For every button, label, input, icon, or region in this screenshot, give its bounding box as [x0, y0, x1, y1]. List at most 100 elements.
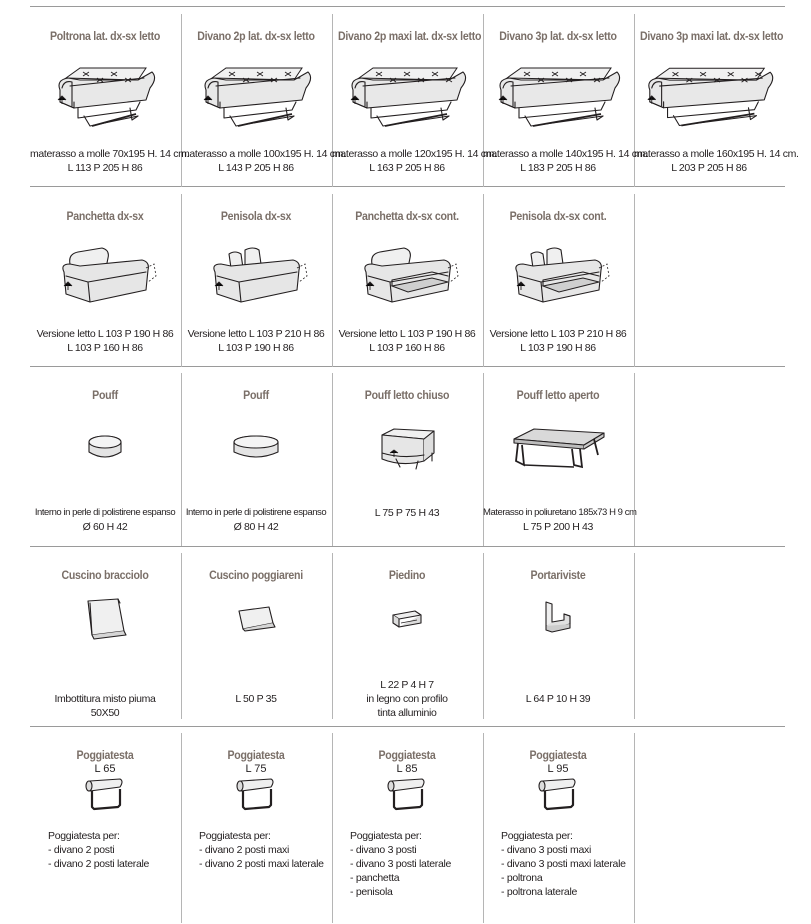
compatibility-line: - penisola	[350, 886, 393, 898]
spec-line: materasso a molle 140x195 H. 14 cm.	[483, 148, 648, 160]
product-card: Cuscino poggiareni L 50 P 35	[181, 553, 331, 719]
compatibility-line: - panchetta	[350, 872, 400, 884]
spec-line: Versione letto L 103 P 210 H 86	[187, 328, 325, 340]
spec-line: L 103 P 190 H 86	[218, 342, 294, 354]
product-title: Pouff letto aperto	[516, 390, 600, 402]
product-title: Pouff letto chiuso	[364, 390, 450, 402]
pouf-bed-closed-icon	[332, 418, 482, 478]
compatibility-line: - divano 2 posti maxi laterale	[199, 858, 324, 870]
product-specs: materasso a molle 120x195 H. 14 cm.L 163…	[332, 147, 497, 175]
compatibility-line: - divano 2 posti maxi	[199, 844, 289, 856]
product-specs: L 75 P 75 H 43	[332, 506, 482, 520]
product-title: Divano 3p lat. dx-sx letto	[499, 31, 617, 43]
product-specs: materasso a molle 140x195 H. 14 cm. L 183…	[483, 147, 648, 175]
spec-line: Versione letto L 103 P 190 H 86	[36, 328, 174, 340]
product-compatibility-list: Poggiatesta per:- divano 2 posti- divano…	[48, 829, 188, 871]
magazine-rack-icon	[483, 583, 633, 653]
product-card: Penisola dx-sx Versione letto L 103 P 21…	[181, 194, 331, 367]
column-divider	[332, 733, 333, 923]
spec-line: Imbottitura misto piuma	[54, 693, 156, 705]
armrest-cushion-icon	[30, 583, 180, 653]
product-card: Pouff letto chiuso L 75 P 75 H 43	[332, 373, 482, 546]
column-divider	[332, 194, 333, 367]
column-divider	[634, 14, 635, 187]
product-title: Panchetta dx-sx cont.	[355, 211, 459, 223]
product-title: Divano 3p maxi lat. dx-sx letto	[640, 31, 784, 43]
product-specs: Versione letto L 103 P 210 H 86 L 103 P 1…	[181, 327, 331, 355]
section-poufs: Pouff Interno in perle di polistirene es…	[30, 373, 785, 546]
product-specs: materasso a molle 100x195 H. 14 cm. L 143…	[181, 147, 346, 175]
compatibility-line: Poggiatesta per:	[501, 830, 573, 842]
column-divider	[332, 553, 333, 719]
headrest-icon	[181, 767, 331, 827]
section-sofa-beds: Poltrona lat. dx-sx letto materasso a mo…	[30, 14, 799, 187]
product-card: Poltrona lat. dx-sx letto materasso a mo…	[30, 14, 189, 187]
column-divider	[483, 194, 484, 367]
spec-line: L 163 P 205 H 86	[369, 162, 445, 174]
product-card: Divano 2p lat. dx-sx letto materasso a m…	[181, 14, 346, 187]
product-title: Portariviste	[530, 570, 586, 582]
column-divider	[332, 373, 333, 546]
product-title: Poggiatesta	[76, 750, 134, 762]
spec-line: materasso a molle 100x195 H. 14 cm.	[181, 148, 346, 160]
armchair-bed-icon	[30, 44, 180, 134]
product-card: Panchetta dx-sx Versione letto L 103 P 1…	[30, 194, 180, 367]
top-rule	[30, 6, 785, 7]
column-divider	[181, 553, 182, 719]
section-rule	[30, 366, 785, 367]
compatibility-line: Poggiatesta per:	[48, 830, 120, 842]
column-divider	[181, 373, 182, 546]
sofa-2p-maxi-bed-icon	[332, 44, 482, 134]
spec-line: L 143 P 205 H 86	[218, 162, 294, 174]
bench-icon	[30, 224, 180, 314]
pouf-bed-open-icon	[483, 418, 633, 478]
spec-line: Ø 80 H 42	[233, 521, 279, 533]
product-length: L 85	[396, 763, 418, 775]
headrest-icon	[483, 767, 633, 827]
product-title: Cuscino poggiareni	[209, 570, 303, 582]
spec-line: Materasso in poliuretano 185x73 H 9 cm	[483, 507, 637, 518]
product-title: Poggiatesta	[529, 750, 587, 762]
product-specs: L 64 P 10 H 39	[483, 692, 633, 706]
spec-line: Ø 60 H 42	[82, 521, 128, 533]
product-compatibility-list: Poggiatesta per: - divano 2 posti maxi - d…	[199, 829, 339, 871]
spec-line: L 103 P 190 H 86	[520, 342, 596, 354]
spec-line: L 50 P 35	[235, 693, 277, 705]
compatibility-line: - poltrona laterale	[501, 886, 578, 898]
product-card: Pouff letto aperto Materasso in poliuret…	[483, 373, 637, 546]
spec-line: tinta alluminio	[377, 707, 437, 719]
compatibility-line: - divano 3 posti	[350, 844, 417, 856]
spec-line: in legno con profilo	[366, 693, 448, 705]
spec-line: L 203 P 205 H 86	[671, 162, 747, 174]
compatibility-line: Poggiatesta per:	[199, 830, 271, 842]
lumbar-cushion-icon	[181, 583, 331, 653]
product-title: Poggiatesta	[227, 750, 285, 762]
section-rule	[30, 546, 785, 547]
spec-line: L 64 P 10 H 39	[525, 693, 591, 705]
bench-storage-icon	[332, 224, 482, 314]
compatibility-line: - divano 3 posti maxi laterale	[501, 858, 626, 870]
spec-line: L 103 P 160 H 86	[67, 342, 143, 354]
peninsula-storage-icon	[483, 224, 633, 314]
product-title: Pouff	[243, 390, 269, 402]
headrest-icon	[30, 767, 180, 827]
column-divider	[634, 194, 635, 367]
product-card: Penisola dx-sx cont. Versione letto L 10…	[483, 194, 633, 367]
product-title: Pouff	[92, 390, 118, 402]
spec-line: L 103 P 160 H 86	[369, 342, 445, 354]
compatibility-line: Poggiatesta per:	[350, 830, 422, 842]
column-divider	[634, 733, 635, 923]
product-title: Divano 2p maxi lat. dx-sx letto	[338, 31, 482, 43]
compatibility-line: - divano 2 posti	[48, 844, 115, 856]
column-divider	[332, 14, 333, 187]
spec-line: Versione letto L 103 P 210 H 86	[489, 328, 627, 340]
spec-line: L 183 P 205 H 86	[520, 162, 596, 174]
product-specs: Versione letto L 103 P 190 H 86 L 103 P 1…	[30, 327, 180, 355]
product-length: L 95	[547, 763, 569, 775]
